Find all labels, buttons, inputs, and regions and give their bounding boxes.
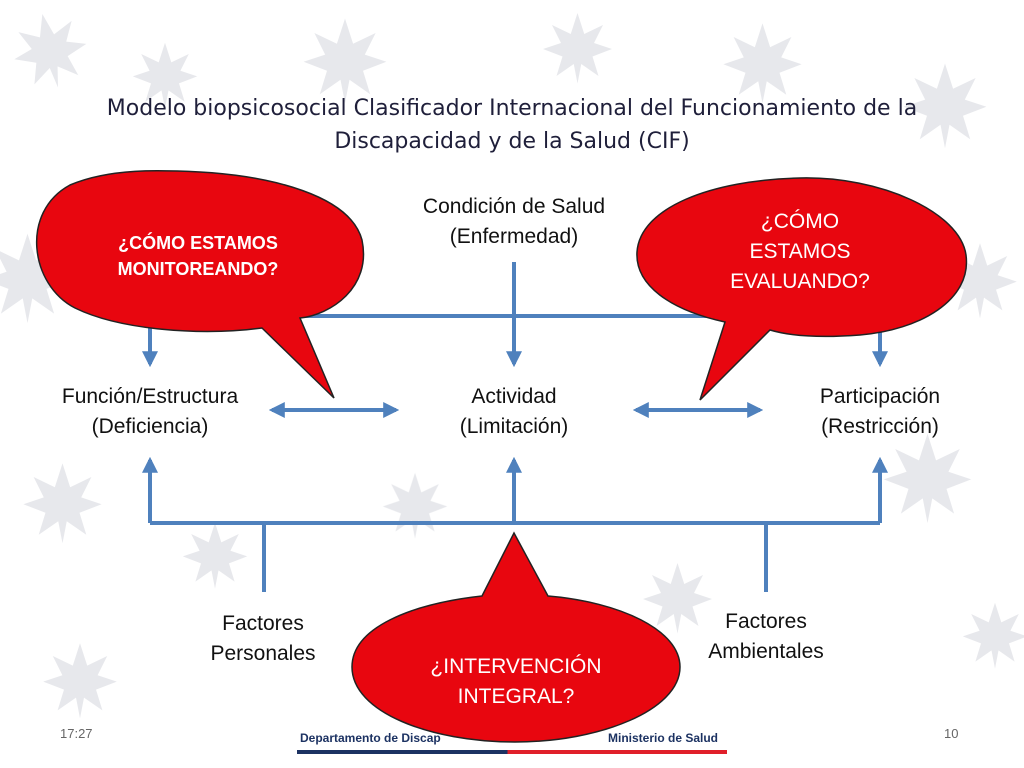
bubble-evaluating <box>636 177 968 401</box>
bubble-evaluating-text: ¿CÓMO ESTAMOS EVALUANDO? <box>700 207 900 297</box>
node-body-function-line2: (Deficiencia) <box>91 415 209 438</box>
node-activity-line2: (Limitación) <box>459 415 569 438</box>
slide-time: 17:27 <box>60 726 93 741</box>
bubble-intervention-text: ¿INTERVENCIÓN INTEGRAL? <box>396 652 636 712</box>
node-health-condition: Condición de Salud (Enfermedad) <box>384 192 644 252</box>
node-environmental-factors-line1: Factores <box>725 610 807 633</box>
bubble-evaluating-line2: ESTAMOS <box>749 240 851 263</box>
node-environmental-factors: Factores Ambientales <box>676 607 856 667</box>
slide-title: Modelo biopsicosocial Clasificador Inter… <box>106 96 918 154</box>
slide-page-number: 10 <box>944 726 959 741</box>
footer-department: Departamento de Discap <box>300 731 441 745</box>
bubble-monitoring-line2: MONITOREANDO? <box>117 259 279 279</box>
node-participation: Participación (Restricción) <box>770 382 990 442</box>
footer-ministry: Ministerio de Salud <box>608 731 719 745</box>
node-personal-factors: Factores Personales <box>183 609 343 669</box>
node-participation-line1: Participación <box>819 385 941 408</box>
node-activity: Actividad (Limitación) <box>414 382 614 442</box>
bubble-intervention-line2: INTEGRAL? <box>457 685 575 708</box>
node-activity-line1: Actividad <box>471 385 557 408</box>
bubble-intervention-line1: ¿INTERVENCIÓN <box>430 655 602 678</box>
node-body-function: Función/Estructura (Deficiencia) <box>30 382 270 442</box>
node-personal-factors-line2: Personales <box>210 642 316 665</box>
bubble-monitoring-text: ¿CÓMO ESTAMOS MONITOREANDO? <box>48 230 348 282</box>
bubble-intervention <box>351 531 681 743</box>
node-health-condition-line2: (Enfermedad) <box>449 225 579 248</box>
node-health-condition-line1: Condición de Salud <box>422 195 606 218</box>
node-environmental-factors-line2: Ambientales <box>708 640 824 663</box>
bubble-evaluating-line3: EVALUANDO? <box>730 270 870 293</box>
bubble-monitoring-line1: ¿CÓMO ESTAMOS <box>118 233 278 253</box>
node-personal-factors-line1: Factores <box>222 612 304 635</box>
bubble-monitoring <box>36 169 365 399</box>
node-body-function-line1: Función/Estructura <box>61 385 239 408</box>
node-participation-line2: (Restricción) <box>821 415 939 438</box>
footer-color-bar <box>297 750 727 754</box>
bubble-evaluating-line1: ¿CÓMO <box>760 210 840 233</box>
